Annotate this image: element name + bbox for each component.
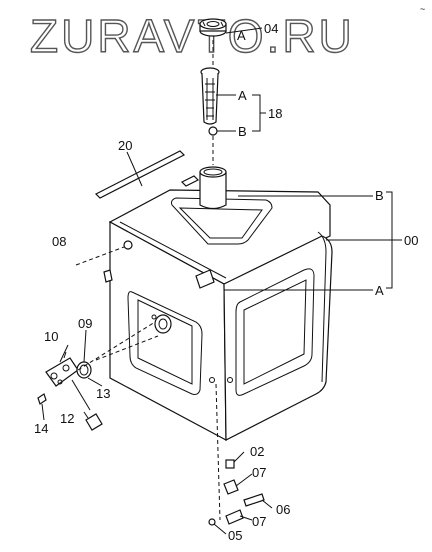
drain-parts — [208, 383, 265, 526]
callout-00: 00 — [404, 233, 418, 248]
callout-20: 20 — [118, 138, 132, 153]
callout-14: 14 — [34, 421, 48, 436]
callout-A-cap: A — [237, 28, 246, 43]
callout-A-tank: A — [375, 283, 384, 298]
corner-mark: ~ — [420, 4, 425, 14]
fuel-tank-body — [103, 166, 333, 442]
filler-cap-part — [199, 18, 227, 37]
callout-B-strainer: B — [238, 124, 247, 139]
callout-13: 13 — [96, 386, 110, 401]
callout-06: 06 — [276, 502, 290, 517]
callout-04: 04 — [264, 21, 278, 36]
callout-12: 12 — [60, 411, 74, 426]
callout-05: 05 — [228, 528, 242, 543]
strainer-part — [200, 67, 220, 136]
watermark: ZURAVTO.RU — [30, 10, 355, 62]
callout-A-strainer: A — [238, 88, 247, 103]
callout-08: 08 — [52, 234, 66, 249]
callout-09: 09 — [78, 316, 92, 331]
callout-07-lower: 07 — [252, 514, 266, 529]
callout-07-upper: 07 — [252, 465, 266, 480]
callout-B-tank: B — [375, 188, 384, 203]
level-gauge-parts — [37, 351, 103, 431]
leader-lines — [41, 27, 402, 535]
callout-10: 10 — [44, 329, 58, 344]
stay-bar-part — [94, 150, 186, 199]
callout-18: 18 — [268, 106, 282, 121]
callout-02: 02 — [250, 444, 264, 459]
